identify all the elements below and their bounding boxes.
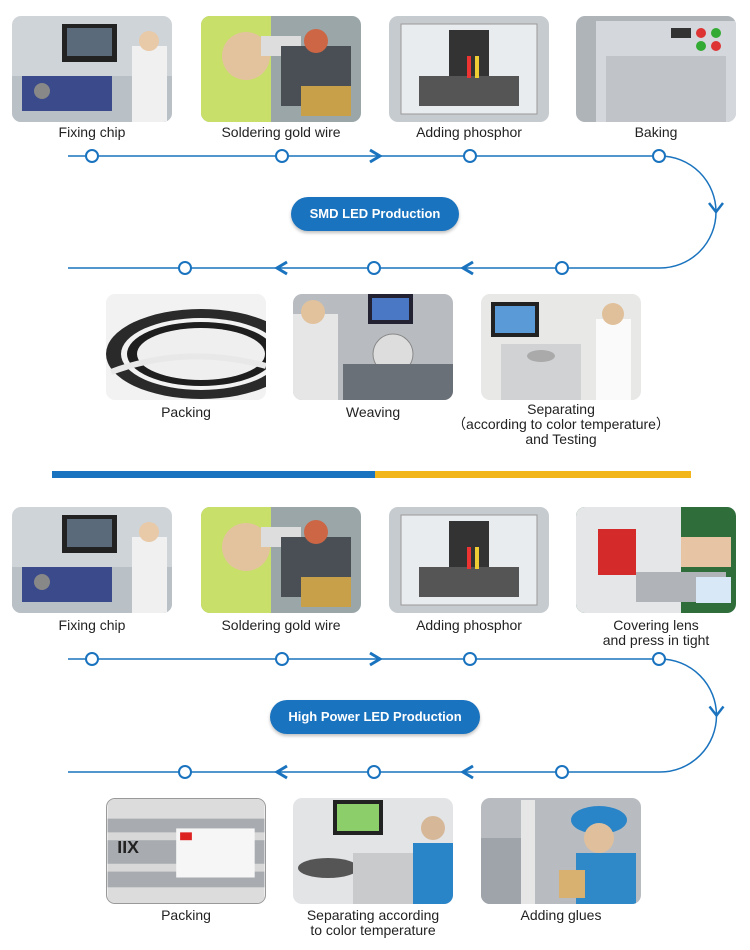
- arrow-left-icon: [274, 260, 288, 276]
- arrow-right-icon: [369, 651, 383, 667]
- separating-photo: [481, 294, 641, 400]
- step-label: Separating （according to color temperatu…: [452, 401, 670, 447]
- fixing-chip-photo: [12, 16, 172, 122]
- step-label: Packing: [161, 907, 211, 923]
- fixing-chip-photo: [12, 507, 172, 613]
- flow-node: [367, 765, 381, 779]
- weaving-photo: [293, 294, 453, 400]
- phosphor-photo: [389, 16, 549, 122]
- arrow-left-icon: [274, 764, 288, 780]
- phosphor-photo: [389, 507, 549, 613]
- arrow-left-icon: [460, 764, 474, 780]
- arrow-right-icon: [369, 148, 383, 164]
- step-label: Adding glues: [520, 907, 602, 923]
- arrow-left-icon: [460, 260, 474, 276]
- step-label: Covering lens and press in tight: [602, 617, 710, 648]
- flow-node: [463, 652, 477, 666]
- section-title-badge: High Power LED Production: [270, 700, 480, 734]
- packing-tube-photo: IIX: [106, 798, 266, 904]
- soldering-photo: [201, 507, 361, 613]
- lens-press-photo: [576, 507, 736, 613]
- flow-node: [652, 652, 666, 666]
- glue-photo: [481, 798, 641, 904]
- flow-node: [85, 149, 99, 163]
- baking-oven-photo: [576, 16, 736, 122]
- step-label: Adding phosphor: [416, 617, 522, 633]
- step-label: Weaving: [345, 404, 401, 420]
- flow-node: [275, 652, 289, 666]
- flow-line: [68, 658, 718, 773]
- svg-text:IIX: IIX: [117, 837, 139, 857]
- soldering-photo: [201, 16, 361, 122]
- tape-reel-photo: [106, 294, 266, 400]
- flow-node: [85, 652, 99, 666]
- flow-node: [463, 149, 477, 163]
- section-title-badge: SMD LED Production: [291, 197, 459, 231]
- flow-line: [68, 155, 717, 269]
- step-label: Fixing chip: [58, 617, 126, 633]
- step-label: Fixing chip: [58, 124, 126, 140]
- arrow-down-icon: [708, 202, 724, 215]
- step-label: Soldering gold wire: [221, 617, 341, 633]
- arrow-down-icon: [708, 705, 725, 718]
- flow-node: [275, 149, 289, 163]
- flow-node: [367, 261, 381, 275]
- step-label: Soldering gold wire: [221, 124, 341, 140]
- sorting-photo: [293, 798, 453, 904]
- section-divider-blue: [52, 471, 375, 478]
- smd-flow-path: [68, 148, 724, 276]
- step-label: Separating according to color temperatur…: [306, 907, 440, 938]
- step-label: Adding phosphor: [416, 124, 522, 140]
- flow-node: [555, 261, 569, 275]
- flow-node: [178, 765, 192, 779]
- step-label: Packing: [161, 404, 211, 420]
- section-divider-yellow: [375, 471, 691, 478]
- step-label: Baking: [634, 124, 678, 140]
- flow-node: [178, 261, 192, 275]
- flow-node: [652, 149, 666, 163]
- high-power-flow-path: [68, 651, 725, 780]
- flow-node: [555, 765, 569, 779]
